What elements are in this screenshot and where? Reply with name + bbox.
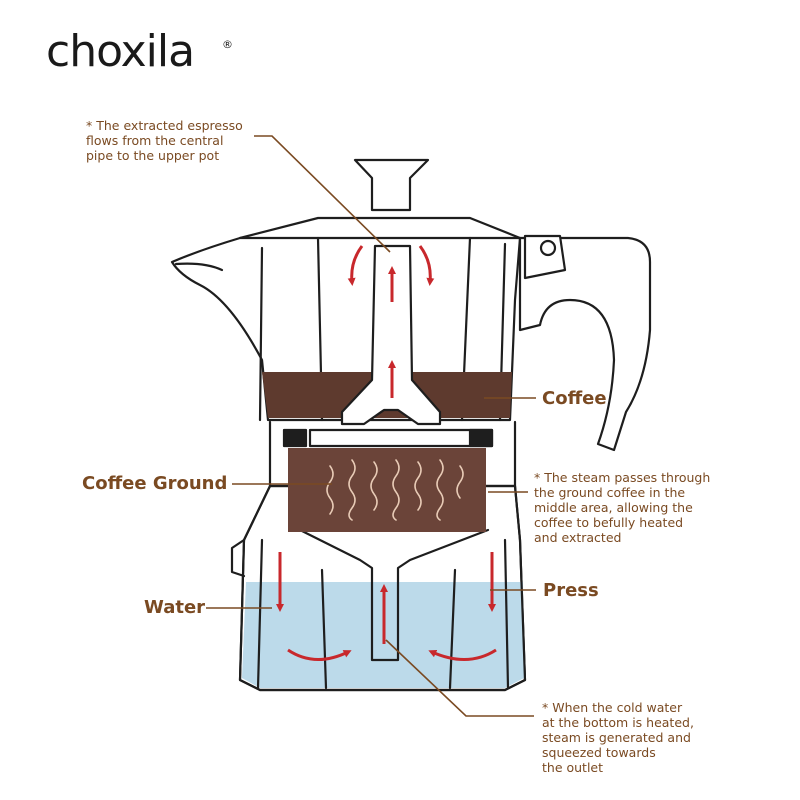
funnel [298, 528, 490, 662]
note-cold-water: * When the cold water at the bottom is h… [542, 700, 694, 775]
label-water: Water [144, 597, 206, 618]
registered-mark: ® [222, 38, 233, 51]
note-espresso-flow: * The extracted espresso flows from the … [86, 118, 243, 163]
label-coffee-ground: Coffee Ground [82, 473, 228, 494]
lid [238, 216, 522, 240]
central-pipe [340, 244, 442, 426]
steam-waves [326, 459, 464, 521]
coffee-ground-basket [288, 448, 486, 532]
flow-arrows [276, 245, 497, 662]
label-coffee: Coffee [542, 388, 607, 409]
leader-lines [206, 135, 536, 717]
filter-plate [308, 428, 494, 448]
lid-knob [353, 158, 430, 212]
handle [518, 236, 652, 452]
label-press: Press [543, 580, 599, 601]
brand-logo: choxila [46, 26, 195, 77]
note-steam-passes: * The steam passes through the ground co… [534, 470, 711, 545]
